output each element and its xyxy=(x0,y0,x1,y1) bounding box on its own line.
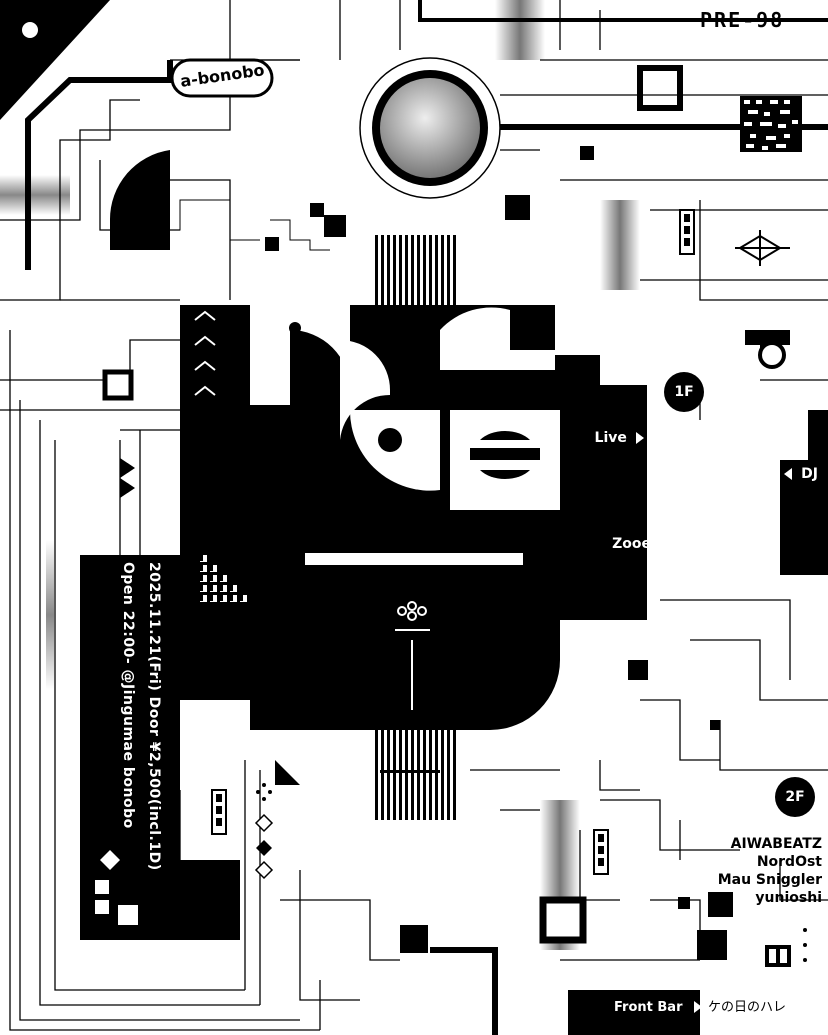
central-face-figure xyxy=(180,305,647,730)
front-bar-label: Front Bar xyxy=(614,1000,683,1015)
floor-2-artist: yunioshi xyxy=(755,890,822,906)
live-row: Live Karavi Roushi xyxy=(594,427,772,446)
dj-lineup: 増田優作 Phonehead SHIZKA SOGURAGURA Zooey L… xyxy=(612,459,768,554)
live-label: Live xyxy=(594,430,627,446)
dj-label: DJ xyxy=(801,466,818,482)
corner-wedge xyxy=(0,0,110,120)
live-arrow-icon xyxy=(635,431,644,444)
floor-2-lineup: AIWABEATZ NordOst Mau Sniggler yunioshi xyxy=(718,835,822,907)
dj-artist: 増田優作 xyxy=(712,460,768,476)
floor-2-artist: NordOst xyxy=(756,854,822,870)
floor-2-artist: Mau Sniggler xyxy=(717,872,822,888)
front-bar-arrow-icon xyxy=(693,1000,702,1013)
event-open-venue: Open 22:00- @Jingumae bonobo xyxy=(120,562,136,829)
floor-1-badge: 1F xyxy=(664,372,704,412)
dj-label-row: DJ xyxy=(784,463,818,482)
info-panel xyxy=(80,555,240,940)
floor-2-badge: 2F xyxy=(775,777,815,817)
event-date-door: 2025.11.21(Fri) Door ¥2,500(incl.1D) xyxy=(146,562,162,871)
dj-artist: SHIZKA xyxy=(709,498,768,514)
dj-artist: Zooey Loomer 1979 xyxy=(612,536,768,552)
front-bar-name: ケの日のハレ xyxy=(708,1000,787,1015)
dj-arrow-icon xyxy=(784,467,792,480)
dj-artist: Phonehead xyxy=(679,479,768,495)
live-artist: Karavi Roushi xyxy=(663,430,772,446)
dj-artist: SOGURAGURA xyxy=(657,517,768,533)
floor-2-artist: AIWABEATZ xyxy=(730,836,822,852)
front-bar-row: Front Bar xyxy=(614,996,708,1015)
brand-tag: PRE-98 xyxy=(700,8,785,32)
